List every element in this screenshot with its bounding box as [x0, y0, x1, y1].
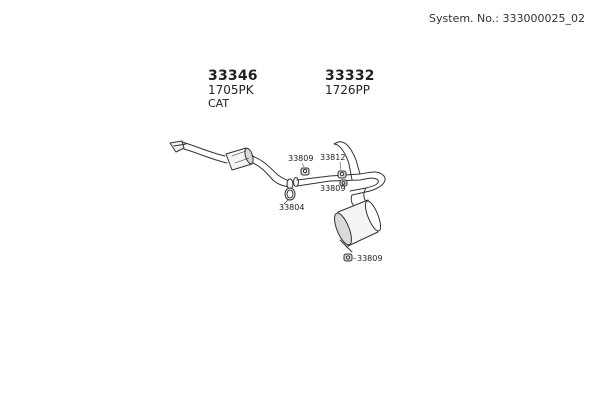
- rear-silencer[interactable]: [331, 199, 384, 253]
- callout-clamp-top-left[interactable]: 33809: [288, 154, 313, 163]
- part-number: 33332: [325, 68, 375, 84]
- catalytic-converter[interactable]: [225, 147, 255, 171]
- front-flange: [169, 140, 187, 153]
- part-block-catalytic[interactable]: 33346 1705PK CAT: [208, 69, 258, 111]
- callout-hanger-rear[interactable]: 33809: [357, 254, 382, 263]
- mid-pipe: [296, 141, 386, 196]
- callout-hanger-mid[interactable]: 33809: [320, 184, 345, 193]
- hanger-clamp-right[interactable]: [337, 170, 347, 179]
- cat-outlet-pipe: [251, 155, 291, 188]
- front-pipe: [181, 141, 228, 164]
- system-number: System. No.: 333000025_02: [429, 12, 585, 25]
- joint-clamp[interactable]: [286, 177, 299, 190]
- part-block-silencer[interactable]: 33332 1726PP: [325, 69, 375, 97]
- part-note: CAT: [208, 97, 230, 110]
- hanger-rear[interactable]: [343, 253, 353, 262]
- hanger-clamp-left[interactable]: [300, 167, 310, 176]
- part-code: 1726PP: [325, 83, 371, 97]
- hanger-mid[interactable]: [339, 179, 348, 187]
- gasket-ring[interactable]: [283, 187, 296, 205]
- part-number: 33346: [208, 68, 258, 84]
- callout-gasket[interactable]: 33804: [279, 203, 304, 212]
- callout-clamp-top-right[interactable]: 33812: [320, 153, 345, 162]
- part-code: 1705PK: [208, 83, 254, 97]
